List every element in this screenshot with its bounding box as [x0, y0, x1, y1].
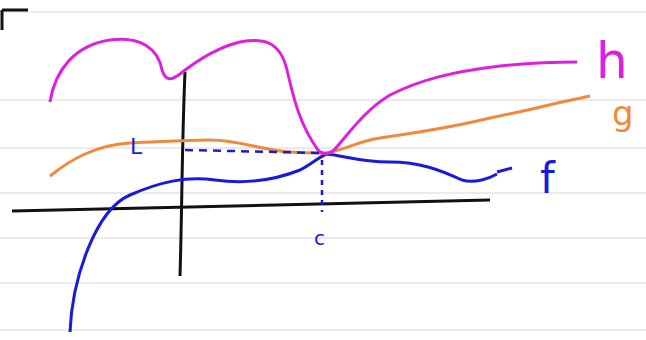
limit-dashed-line — [185, 150, 322, 153]
x-axis — [12, 200, 490, 211]
function-label: g — [612, 96, 634, 130]
limit-label: L — [130, 136, 142, 158]
c-dashed-line — [321, 160, 324, 212]
g-curve — [50, 96, 590, 176]
function-label: f — [540, 158, 555, 200]
f-curve — [70, 154, 512, 332]
point-label: c — [314, 228, 325, 248]
function-label: h — [596, 36, 628, 86]
notebook-rules — [0, 12, 646, 330]
y-axis — [180, 72, 185, 276]
h-curve — [50, 39, 577, 153]
cut-off-mark — [2, 10, 28, 30]
